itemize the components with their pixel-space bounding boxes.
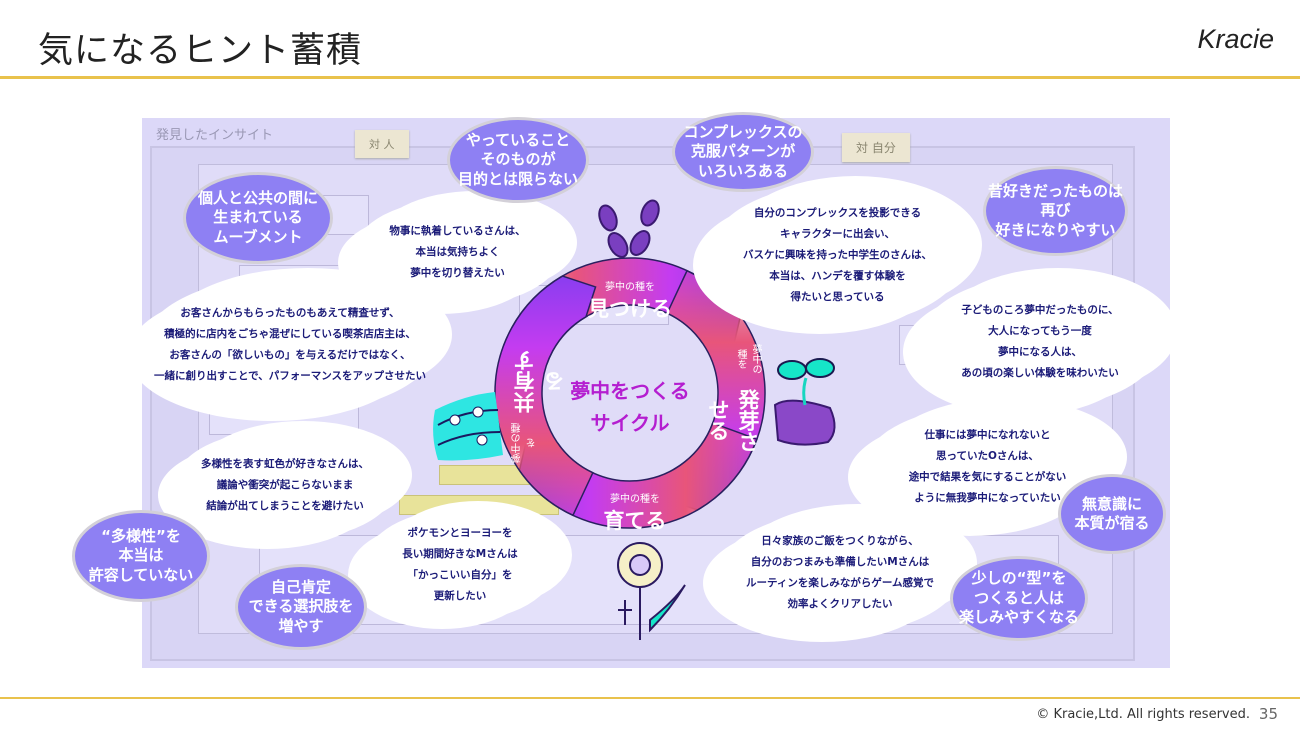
flower-illustration [617, 542, 686, 640]
insight-cloud: 子どものころ夢中だったものに、 大人になってもう一度 夢中になる人は、 あの頃の… [925, 282, 1155, 402]
stem [802, 377, 808, 406]
hint-bubble: 無意識に 本質が宿る [1058, 474, 1166, 554]
step-prefix: 夢中の種を [735, 344, 761, 375]
kracie-logo: Kracie [1197, 24, 1274, 54]
hint-bubble: 個人と公共の間に 生まれている ムーブメント [183, 172, 333, 264]
copyright: © Kracie,Ltd. All rights reserved. [1036, 707, 1250, 722]
panel-title: 発見したインサイト [156, 128, 274, 143]
hint-bubble: コンプレックスの 克服パターンが いろいろある [672, 112, 814, 192]
seed [598, 204, 618, 232]
insight-cloud: 自分のコンプレックスを投影できる キャラクターに出会い、 バスケに興味を持った中… [715, 190, 960, 320]
slide-title: 気になるヒント蓄積 [38, 31, 363, 71]
step-prefix: 夢中の種を [605, 282, 655, 293]
page-number: 35 [1258, 705, 1278, 723]
insight-cloud: 物事に執着しているさんは、 本当は気持ちよく 夢中を切り替えたい [360, 205, 555, 300]
leaf [777, 360, 807, 380]
sprout-illustration [773, 358, 836, 446]
seed [607, 232, 629, 258]
hint-bubble: 少しの“型”を つくると人は 楽しみやすくなる [950, 556, 1088, 641]
seed [640, 199, 660, 227]
dandelion-seed [449, 414, 461, 426]
soil [773, 399, 836, 446]
step-prefix: 夢中の種を [610, 494, 660, 505]
tag-self: 対 自分 [842, 133, 910, 162]
hint-bubble: “多様性”を 本当は 許容していない [72, 510, 210, 602]
leaf [805, 358, 835, 378]
wave-lines [437, 409, 501, 446]
hint-bubble: 昔好きだったものは 再び 好きになりやすい [983, 166, 1128, 256]
insight-cloud: お客さんからもらったものもあえて精査せず、 積極的に店内をごちゃ混ぜにしている喫… [150, 282, 430, 407]
dandelion-seed [472, 406, 484, 418]
step-label: 発芽させる [706, 388, 760, 452]
seed [629, 230, 651, 256]
dandelion-seed [476, 434, 488, 446]
footer-rule [0, 697, 1300, 699]
seeds-illustration [598, 199, 660, 258]
flower-center [629, 554, 651, 576]
tag-interpersonal: 対 人 [355, 130, 409, 158]
flower-leaf [649, 584, 686, 633]
insight-cloud: 多様性を表す虹色が好きなさんは、 議論や衝突が起こらないまま 結論が出てしまうこ… [180, 435, 390, 535]
header-rule [0, 76, 1300, 79]
share-wave-illustration [433, 392, 503, 461]
hint-bubble: やっていること そのものが 目的とは限らない [447, 117, 589, 203]
step-sprout: 発芽させる 夢中の種を [703, 340, 763, 460]
insight-cloud: ポケモンとヨーヨーを 長い期間好きなMさんは 「かっこいい自分」を 更新したい [370, 515, 550, 615]
cycle-segment-4 [494, 275, 597, 517]
hint-bubble: 自己肯定 できる選択肢を 増やす [235, 564, 367, 650]
wave-shape [433, 392, 503, 461]
step-grow: 夢中の種を育てる [580, 490, 690, 535]
step-label: 見つける [588, 297, 672, 321]
step-label: 育てる [603, 509, 667, 533]
insight-cloud: 日々家族のご飯をつくりながら、 自分のおつまみも準備したいMさんは ルーティンを… [725, 518, 955, 628]
step-find: 夢中の種を見つける [575, 278, 685, 323]
cycle-center-title: 夢中をつくる サイクル [570, 379, 690, 435]
sparkle [618, 600, 632, 625]
